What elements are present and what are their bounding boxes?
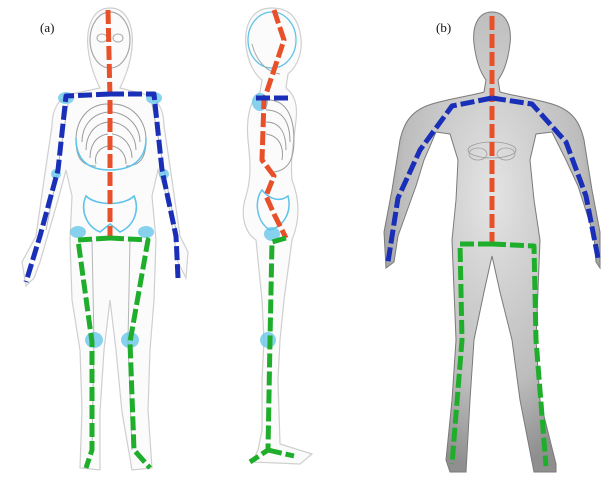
skeleton-front-view [22,8,188,470]
skeleton-side-view [243,8,312,464]
body-scan-view [384,12,600,472]
